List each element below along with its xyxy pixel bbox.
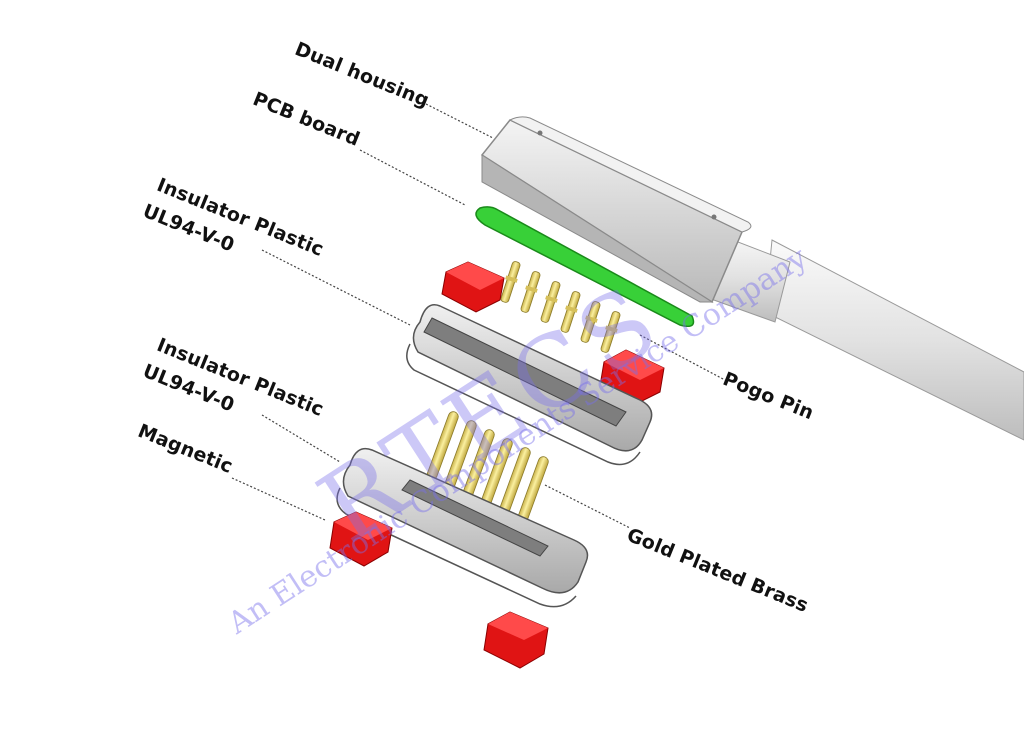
- magnet-bottom-right: [483, 611, 549, 669]
- insulator-plate-top: [406, 304, 653, 466]
- cable: [699, 231, 1024, 441]
- pogo-pins: [500, 261, 621, 353]
- pcb-board: [475, 206, 695, 328]
- gold-plated-brass-pins: [426, 411, 549, 526]
- magnet-top-left: [441, 261, 505, 313]
- dual-housing: [480, 116, 752, 304]
- leader-lines: [231, 103, 726, 529]
- magnet-bottom-left: [329, 511, 393, 567]
- insulator-plate-bottom: [336, 447, 589, 608]
